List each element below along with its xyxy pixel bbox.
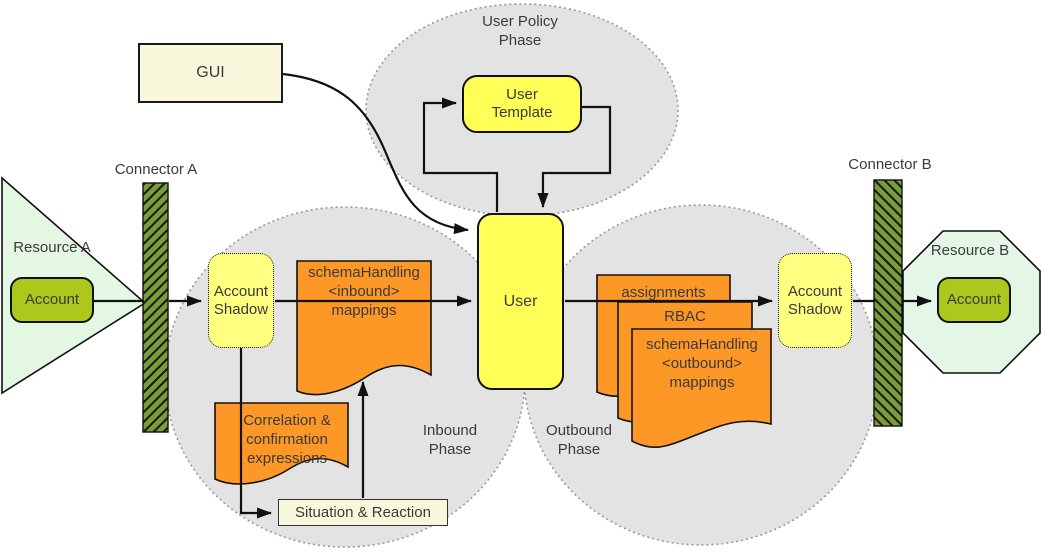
inbound-mappings-label: schemaHandling <inbound> mappings xyxy=(308,264,420,319)
connector-a-label: Connector A xyxy=(114,161,198,178)
gui-to-user-arrow xyxy=(282,72,469,235)
resource-a-label: Resource A xyxy=(13,239,91,256)
gui-node: GUI xyxy=(138,43,283,103)
shadow-to-situation-arrow xyxy=(239,348,272,519)
connector-a-bar xyxy=(142,182,169,433)
situation-reaction-label: Situation & Reaction xyxy=(295,503,431,521)
inbound-phase-label: Inbound Phase xyxy=(422,422,478,458)
assignments-label: assignments xyxy=(621,284,706,301)
rbac-label: RBAC xyxy=(664,308,706,325)
outbound-mappings-document xyxy=(631,328,772,449)
correlation-expressions-document xyxy=(214,402,349,485)
user-label: User xyxy=(503,292,538,310)
connector-b-label: Connector B xyxy=(848,156,932,173)
resource-a-account-label: Account xyxy=(24,291,80,308)
resource-b-label: Resource B xyxy=(930,242,1010,259)
account-shadow-outbound-label: Account Shadow xyxy=(787,282,843,318)
flow-arrows xyxy=(94,72,932,519)
outbound-mappings-label: schemaHandling <outbound> mappings xyxy=(646,336,758,391)
account-shadow-inbound-label: Account Shadow xyxy=(213,282,269,318)
gui-label: GUI xyxy=(196,64,225,81)
user-template-label: User Template xyxy=(491,86,553,121)
situation-reaction-node: Situation & Reaction xyxy=(278,499,448,526)
user-to-template-arrow xyxy=(422,97,499,212)
inbound-mappings-document xyxy=(296,260,432,396)
resource-a-account-node: Account xyxy=(10,277,94,323)
correlation-expressions-label: Correlation & confirmation expressions xyxy=(243,412,331,467)
resource-b-account-label: Account xyxy=(946,291,1002,308)
template-to-user-arrow xyxy=(537,105,612,208)
resource-b-account-node: Account xyxy=(937,277,1011,323)
user-policy-phase-label: User Policy Phase xyxy=(482,13,558,49)
outbound-phase-label: Outbound Phase xyxy=(546,422,612,458)
account-shadow-inbound-node: Account Shadow xyxy=(208,253,274,348)
user-node: User xyxy=(477,213,564,390)
connector-b-bar xyxy=(873,179,903,427)
user-template-node: User Template xyxy=(462,75,582,133)
account-shadow-outbound-node: Account Shadow xyxy=(778,253,852,348)
